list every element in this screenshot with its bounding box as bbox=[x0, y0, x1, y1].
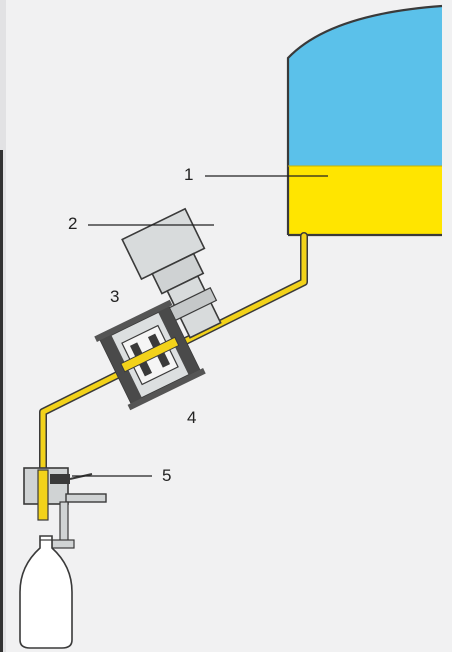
valve-icon bbox=[94, 299, 206, 411]
callout-2: 2 bbox=[68, 214, 214, 233]
tank-wall bbox=[286, 4, 443, 235]
valve-flange-right bbox=[158, 306, 200, 376]
valve-passage bbox=[120, 336, 180, 373]
flowmeter-icon bbox=[121, 207, 222, 339]
nozzle-arm bbox=[65, 493, 107, 503]
bottle-body bbox=[19, 535, 73, 649]
valve-flange-left bbox=[100, 334, 142, 404]
valve-cap-top bbox=[94, 299, 173, 342]
tank-liquid-lower bbox=[288, 166, 442, 235]
callout-label-3: 3 bbox=[110, 287, 119, 306]
tank-liquid-upper bbox=[288, 6, 442, 166]
callout-label-1: 1 bbox=[184, 165, 193, 184]
callout-label-4: 4 bbox=[187, 408, 196, 427]
callout-5: 5 bbox=[72, 466, 171, 485]
callout-label-2: 2 bbox=[68, 214, 77, 233]
nozzle-clamp bbox=[51, 539, 75, 549]
callout-4: 4 bbox=[187, 408, 196, 427]
valve-cap-bottom bbox=[127, 368, 206, 411]
page-edge-dark bbox=[0, 150, 3, 652]
storage-tank-icon bbox=[286, 4, 443, 237]
nozzle-sensor-mount bbox=[50, 474, 70, 484]
callout-1: 1 bbox=[184, 165, 328, 184]
bottle-icon bbox=[19, 535, 73, 649]
callout-label-5: 5 bbox=[162, 466, 171, 485]
nozzle-channel bbox=[37, 469, 49, 521]
callout-3: 3 bbox=[110, 287, 119, 306]
filling-nozzle-icon bbox=[23, 467, 107, 549]
